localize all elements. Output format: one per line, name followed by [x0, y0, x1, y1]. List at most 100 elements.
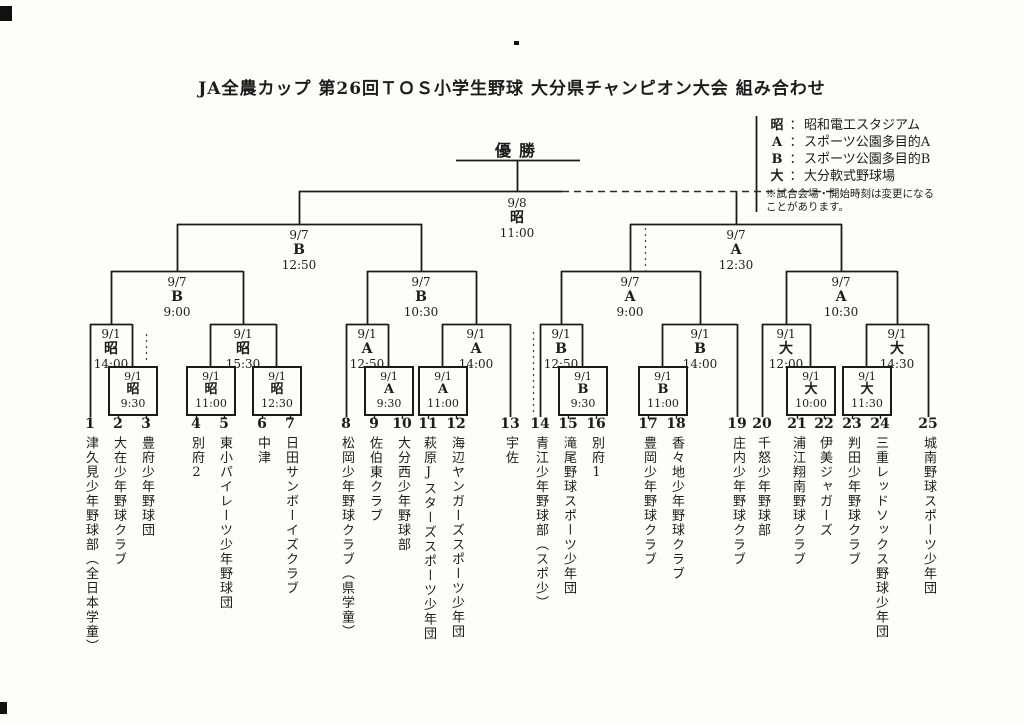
second-round-label: 9/1 A 12:50 [335, 327, 399, 371]
team-number: 15 [558, 416, 578, 432]
match-time: 11:00 [647, 397, 679, 410]
scan-artifact [0, 702, 7, 714]
second-round-label: 9/1 昭 15:30 [211, 327, 275, 371]
match-time: 12:30 [261, 397, 293, 410]
team-number: 8 [341, 416, 351, 432]
team-name: 大在少年野球クラブ [111, 436, 126, 567]
semifinal-label: 9/7 A 12:30 [704, 228, 768, 272]
legend-entry: 大：大分軟式野球場 [766, 168, 1018, 185]
match-venue: 大 [890, 341, 904, 357]
team-number: 10 [392, 416, 412, 432]
first-round-box: 9/1 昭 11:00 [186, 366, 236, 416]
team-number: 5 [219, 416, 229, 432]
legend: 昭：昭和電工スタジアム A：スポーツ公園多目的A B：スポーツ公園多目的B 大：… [766, 117, 1018, 214]
match-date: 9/1 [268, 370, 286, 383]
tournament-title: JA全農カップ 第26回ＴＯＳ小学生野球 大分県チャンピオン大会 組み合わせ [198, 79, 826, 99]
second-round-label: 9/1 B 14:00 [668, 327, 732, 371]
final-match-label: 9/8 昭 11:00 [485, 196, 549, 240]
match-venue: A [835, 289, 847, 305]
match-date: 9/1 [551, 327, 571, 341]
team-number: 24 [870, 416, 890, 432]
first-round-box: 9/1 B 9:30 [558, 366, 608, 416]
match-venue: B [657, 382, 669, 397]
match-time: 12:30 [718, 258, 754, 272]
legend-name: 大分軟式野球場 [804, 169, 896, 184]
match-time: 10:30 [823, 305, 859, 319]
team-name: 青江少年野球部（スポ少） [533, 436, 548, 610]
legend-note: ことがあります。 [766, 201, 849, 213]
match-time: 10:00 [795, 397, 827, 410]
team-number: 4 [191, 416, 201, 432]
match-venue: 大 [779, 341, 793, 357]
team-name: 豊岡少年野球クラブ [641, 436, 656, 567]
quarterfinal-label: 9/7 A 9:00 [598, 275, 662, 319]
match-date: 9/1 [802, 370, 820, 383]
match-date: 9/7 [167, 275, 187, 289]
team-name: 浦江翔南野球クラブ [790, 436, 805, 567]
match-date: 9/1 [574, 370, 592, 383]
team-number: 1 [85, 416, 95, 432]
match-venue: A [624, 289, 636, 305]
match-venue: A [470, 341, 482, 357]
legend-colon: ： [789, 118, 803, 133]
match-venue: B [293, 242, 305, 258]
match-time: 11:30 [851, 397, 883, 410]
team-number: 12 [446, 416, 466, 432]
team-number: 2 [113, 416, 123, 432]
team-column: 1 津久見少年野球部（全日本学童） [77, 416, 103, 710]
legend-colon: ： [789, 135, 803, 150]
team-column: 2 大在少年野球クラブ [105, 416, 131, 710]
match-venue: 昭 [204, 382, 218, 397]
legend-entry: 昭：昭和電工スタジアム [766, 117, 1018, 134]
team-name: 佐伯東クラブ [367, 436, 382, 523]
legend-name: スポーツ公園多目的A [804, 135, 931, 150]
team-number: 16 [586, 416, 606, 432]
legend-name: スポーツ公園多目的B [804, 152, 931, 167]
first-round-box: 9/1 大 10:00 [786, 366, 836, 416]
match-venue: 昭 [236, 341, 250, 357]
legend-entry: B：スポーツ公園多目的B [766, 151, 1018, 168]
team-name: 別府2 [189, 436, 204, 482]
team-name: 松岡少年野球クラブ（県学童） [339, 436, 354, 639]
team-name: 庄内少年野球クラブ [730, 436, 745, 567]
match-venue: 昭 [510, 210, 524, 226]
first-round-box: 9/1 A 9:30 [364, 366, 414, 416]
match-time: 14:00 [682, 357, 718, 371]
team-name: 千怒少年野球部 [755, 436, 770, 538]
match-venue: B [171, 289, 183, 305]
legend-code: 大 [770, 169, 784, 184]
team-column: 20 千怒少年野球部 [749, 416, 775, 710]
legend-code: A [771, 135, 783, 150]
match-date: 9/1 [124, 370, 142, 383]
scan-artifact [514, 41, 519, 45]
team-name: 豊府少年野球団 [139, 436, 154, 538]
first-round-box: 9/1 A 11:00 [418, 366, 468, 416]
match-venue: B [577, 382, 589, 397]
champion-label: 優勝 [494, 141, 543, 160]
second-round-label: 9/1 A 14:00 [444, 327, 508, 371]
team-number: 20 [752, 416, 772, 432]
match-date: 9/1 [858, 370, 876, 383]
match-date: 9/7 [831, 275, 851, 289]
team-name: 香々地少年野球クラブ [669, 436, 684, 581]
legend-note: ※試合会場・開始時刻は変更になる [766, 188, 934, 200]
match-date: 9/7 [726, 228, 746, 242]
match-date: 9/7 [620, 275, 640, 289]
match-date: 9/1 [202, 370, 220, 383]
team-name: 萩原Jスターズスポーツ少年団 [421, 436, 436, 641]
team-name: 津久見少年野球部（全日本学童） [83, 436, 98, 654]
match-venue: 昭 [270, 382, 284, 397]
match-time: 9:30 [376, 397, 402, 410]
quarterfinal-label: 9/7 B 9:00 [145, 275, 209, 319]
match-venue: B [415, 289, 427, 305]
